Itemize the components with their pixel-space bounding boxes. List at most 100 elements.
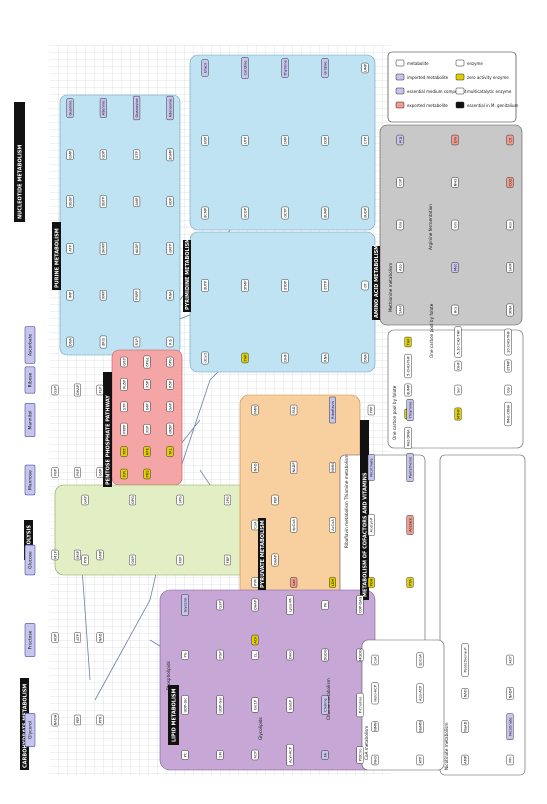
- metabolite-nadh: NADH: [51, 713, 59, 727]
- svg-text:IMP: IMP: [68, 291, 72, 298]
- svg-text:GTP: GTP: [135, 150, 139, 158]
- svg-text:NADH: NADH: [53, 714, 57, 725]
- metabolite-met-trna: Met-tRNA: [404, 427, 412, 449]
- metabolite-datp: dATP: [166, 242, 174, 255]
- svg-text:Rib: Rib: [168, 338, 172, 344]
- svg-text:exported metabolite: exported metabolite: [407, 103, 448, 108]
- svg-text:P-Choline: P-Choline: [358, 696, 362, 714]
- svg-text:SAH: SAH: [398, 306, 402, 314]
- svg-text:ADP: ADP: [168, 197, 172, 205]
- svg-text:dpCoA: dpCoA: [292, 519, 296, 531]
- label-nicotinate: Nicotinate metabolism: [444, 723, 449, 770]
- metabolite-dr5p: dR5P: [166, 422, 174, 436]
- legend-item-exported-metabolite: exported metabolite: [395, 101, 448, 109]
- metabolite-10-cho-thf: 10-CHO-THF: [504, 328, 512, 356]
- svg-text:G6P: G6P: [98, 468, 102, 476]
- metabolite-5-10-ch2-thf: 5,10-CH2-THF: [454, 326, 462, 358]
- svg-text:dTMP: dTMP: [243, 280, 247, 291]
- svg-text:dGMP: dGMP: [168, 149, 172, 160]
- svg-text:10-CHO-THF: 10-CHO-THF: [506, 331, 510, 353]
- svg-text:AcCoA: AcCoA: [331, 519, 335, 531]
- metabolite-guanosine: Guanosine: [133, 95, 141, 121]
- metabolite-pdh: PDH: [367, 577, 375, 588]
- svg-text:dUTP: dUTP: [203, 280, 207, 290]
- label-riboflavin: Riboflavin metabolism: [344, 501, 349, 548]
- svg-text:ACP: ACP: [508, 656, 512, 664]
- svg-text:NaAD: NaAD: [463, 721, 467, 731]
- svg-text:ATP: ATP: [76, 633, 80, 640]
- metabolite-e4p: E4P: [143, 401, 151, 412]
- metabolite-dadp: dADP: [133, 242, 141, 255]
- metabolite-cl: CL: [251, 650, 259, 660]
- svg-text:PA: PA: [323, 602, 327, 607]
- metabolite-dhf: DHF: [281, 352, 289, 364]
- metabolite-atp: ATP: [74, 632, 81, 643]
- svg-text:AMINO ACID METABOLISM: AMINO ACID METABOLISM: [374, 245, 380, 318]
- metabolite-prpp: PRPP: [133, 288, 141, 302]
- metabolite-pyr: PYR: [251, 577, 259, 588]
- metabolite-amp: AMP: [133, 196, 141, 207]
- svg-text:MGDG: MGDG: [358, 649, 362, 661]
- metabolite-dhap: DHAP: [74, 383, 81, 397]
- svg-text:DPG: DPG: [131, 496, 135, 504]
- metabolite-m1p: M1P: [51, 549, 59, 561]
- metabolite-sam: SAM: [506, 262, 514, 273]
- metabolite-acyl-acp: Acyl-ACP: [286, 744, 294, 766]
- svg-text:Lyso-PA: Lyso-PA: [288, 598, 292, 612]
- pentose-region: [111, 349, 183, 486]
- legend-box: [387, 51, 517, 123]
- metabolite-r5p: R5P: [166, 379, 174, 390]
- svg-text:TPP: TPP: [370, 406, 374, 414]
- metabolite-co2: CO2: [506, 177, 514, 188]
- svg-text:Fructose: Fructose: [28, 630, 34, 649]
- metabolite-pantetheine-p: Pantetheine-P: [461, 643, 469, 677]
- metabolite-nicotinate: Nicotinate: [367, 454, 375, 481]
- svg-text:PtdCho: PtdCho: [358, 749, 362, 762]
- svg-text:PYRUVATE METABOLISM: PYRUVATE METABOLISM: [260, 520, 266, 588]
- svg-text:DHAP: DHAP: [253, 599, 257, 610]
- metabolite-cmp: CMP: [281, 135, 289, 146]
- svg-text:tRNA: tRNA: [508, 305, 512, 315]
- metabolite-adp: ADP: [166, 196, 174, 207]
- metabolite-ctp: CTP: [361, 135, 369, 146]
- metabolite-prpp: PRPP: [120, 422, 128, 436]
- svg-text:DAG: DAG: [288, 651, 292, 659]
- metabolite-adp: ADP: [51, 632, 59, 643]
- svg-text:PENTOSE PHOSPHATE PATHWAY: PENTOSE PHOSPHATE PATHWAY: [106, 395, 112, 485]
- sugar-ascorbate: Ascorbate: [24, 326, 36, 364]
- metabolite-uracil: Uracil: [201, 59, 209, 77]
- metabolite-nmn: NMN: [329, 462, 336, 473]
- metabolite-ump: UMP: [361, 62, 369, 74]
- metabolite-6pgl: 6PGL: [143, 355, 151, 369]
- svg-text:F6P: F6P: [76, 468, 80, 475]
- metabolite-dpcoa: dpCoA: [416, 652, 424, 668]
- metabolite-udp-gal: UDP-Gal: [216, 695, 224, 715]
- svg-text:AMP: AMP: [135, 197, 139, 206]
- svg-text:Acetyl-P: Acetyl-P: [370, 517, 374, 532]
- svg-text:TKT: TKT: [122, 448, 126, 456]
- svg-text:Arg: Arg: [398, 137, 402, 143]
- svg-text:Cytidine: Cytidine: [243, 60, 247, 76]
- svg-text:PRS: PRS: [145, 470, 149, 478]
- metabolite-damp: dAMP: [99, 242, 107, 255]
- svg-text:dTDP: dTDP: [283, 280, 287, 290]
- svg-text:MTHF: MTHF: [456, 409, 460, 419]
- metabolite-nad: NAD: [251, 462, 259, 473]
- svg-text:imported metabolite: imported metabolite: [407, 75, 449, 80]
- svg-text:CL: CL: [253, 653, 257, 658]
- metabolite-gap: GAP: [81, 494, 89, 506]
- metabolite-dna: DNA: [361, 352, 369, 364]
- metabolite-ru5p: Ru5P: [120, 378, 128, 391]
- svg-text:NaMN: NaMN: [418, 721, 422, 732]
- svg-text:G3P: G3P: [218, 601, 222, 609]
- metabolite-2pg: 2PG: [224, 494, 231, 506]
